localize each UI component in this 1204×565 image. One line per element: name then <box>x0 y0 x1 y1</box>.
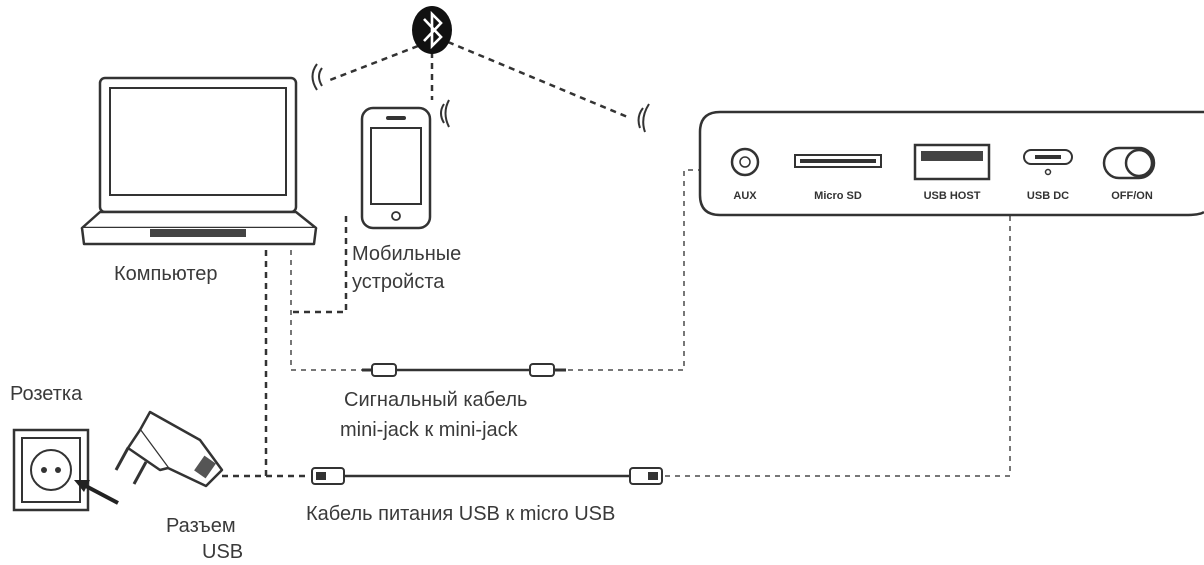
mini-jack-cable <box>362 363 566 377</box>
power-cable-label: Кабель питания USB к micro USB <box>306 503 616 525</box>
signal-cable-label-line2: mini-jack к mini-jack <box>340 419 518 441</box>
wireless-signal-icon <box>440 99 450 128</box>
laptop-icon <box>80 76 318 246</box>
wireless-signal-icon <box>311 63 323 91</box>
usb-power-cable <box>222 467 663 485</box>
usb-dc-port-icon <box>1023 149 1073 176</box>
micro-sd-port-label: Micro SD <box>814 190 862 202</box>
usb-adapter-icon <box>114 410 224 488</box>
wireless-signal-icon <box>637 103 650 133</box>
wall-outlet-icon <box>12 428 90 512</box>
phone-connection-line <box>290 216 348 314</box>
aux-port-label: AUX <box>733 190 757 202</box>
usb-dc-port-label: USB DC <box>1026 190 1070 202</box>
mobile-phone-icon <box>360 106 432 230</box>
bluetooth-links <box>329 40 631 120</box>
usb-adapter-label-line2: USB <box>202 541 244 563</box>
signal-cable-label-line1: Сигнальный кабель <box>344 389 528 411</box>
computer-label: Компьютер <box>114 263 218 285</box>
bluetooth-icon <box>412 6 452 54</box>
plug-in-arrow-icon <box>74 480 119 505</box>
mobile-label-line2: устройста <box>352 271 445 293</box>
usb-dc-connection-line <box>665 200 1011 477</box>
mobile-label-line1: Мобильные <box>352 243 462 265</box>
usb-host-port-icon <box>913 143 991 181</box>
micro-sd-slot-icon <box>794 154 882 168</box>
off-on-port-label: OFF/ON <box>1111 190 1153 202</box>
usb-host-port-label: USB HOST <box>923 190 981 202</box>
computer-signal-line <box>290 250 362 371</box>
power-switch-icon <box>1102 146 1156 180</box>
usb-adapter-label-line1: Разъем <box>166 515 236 537</box>
outlet-label: Розетка <box>10 383 83 405</box>
aux-port-icon <box>730 147 760 177</box>
aux-connection-line <box>568 169 712 371</box>
